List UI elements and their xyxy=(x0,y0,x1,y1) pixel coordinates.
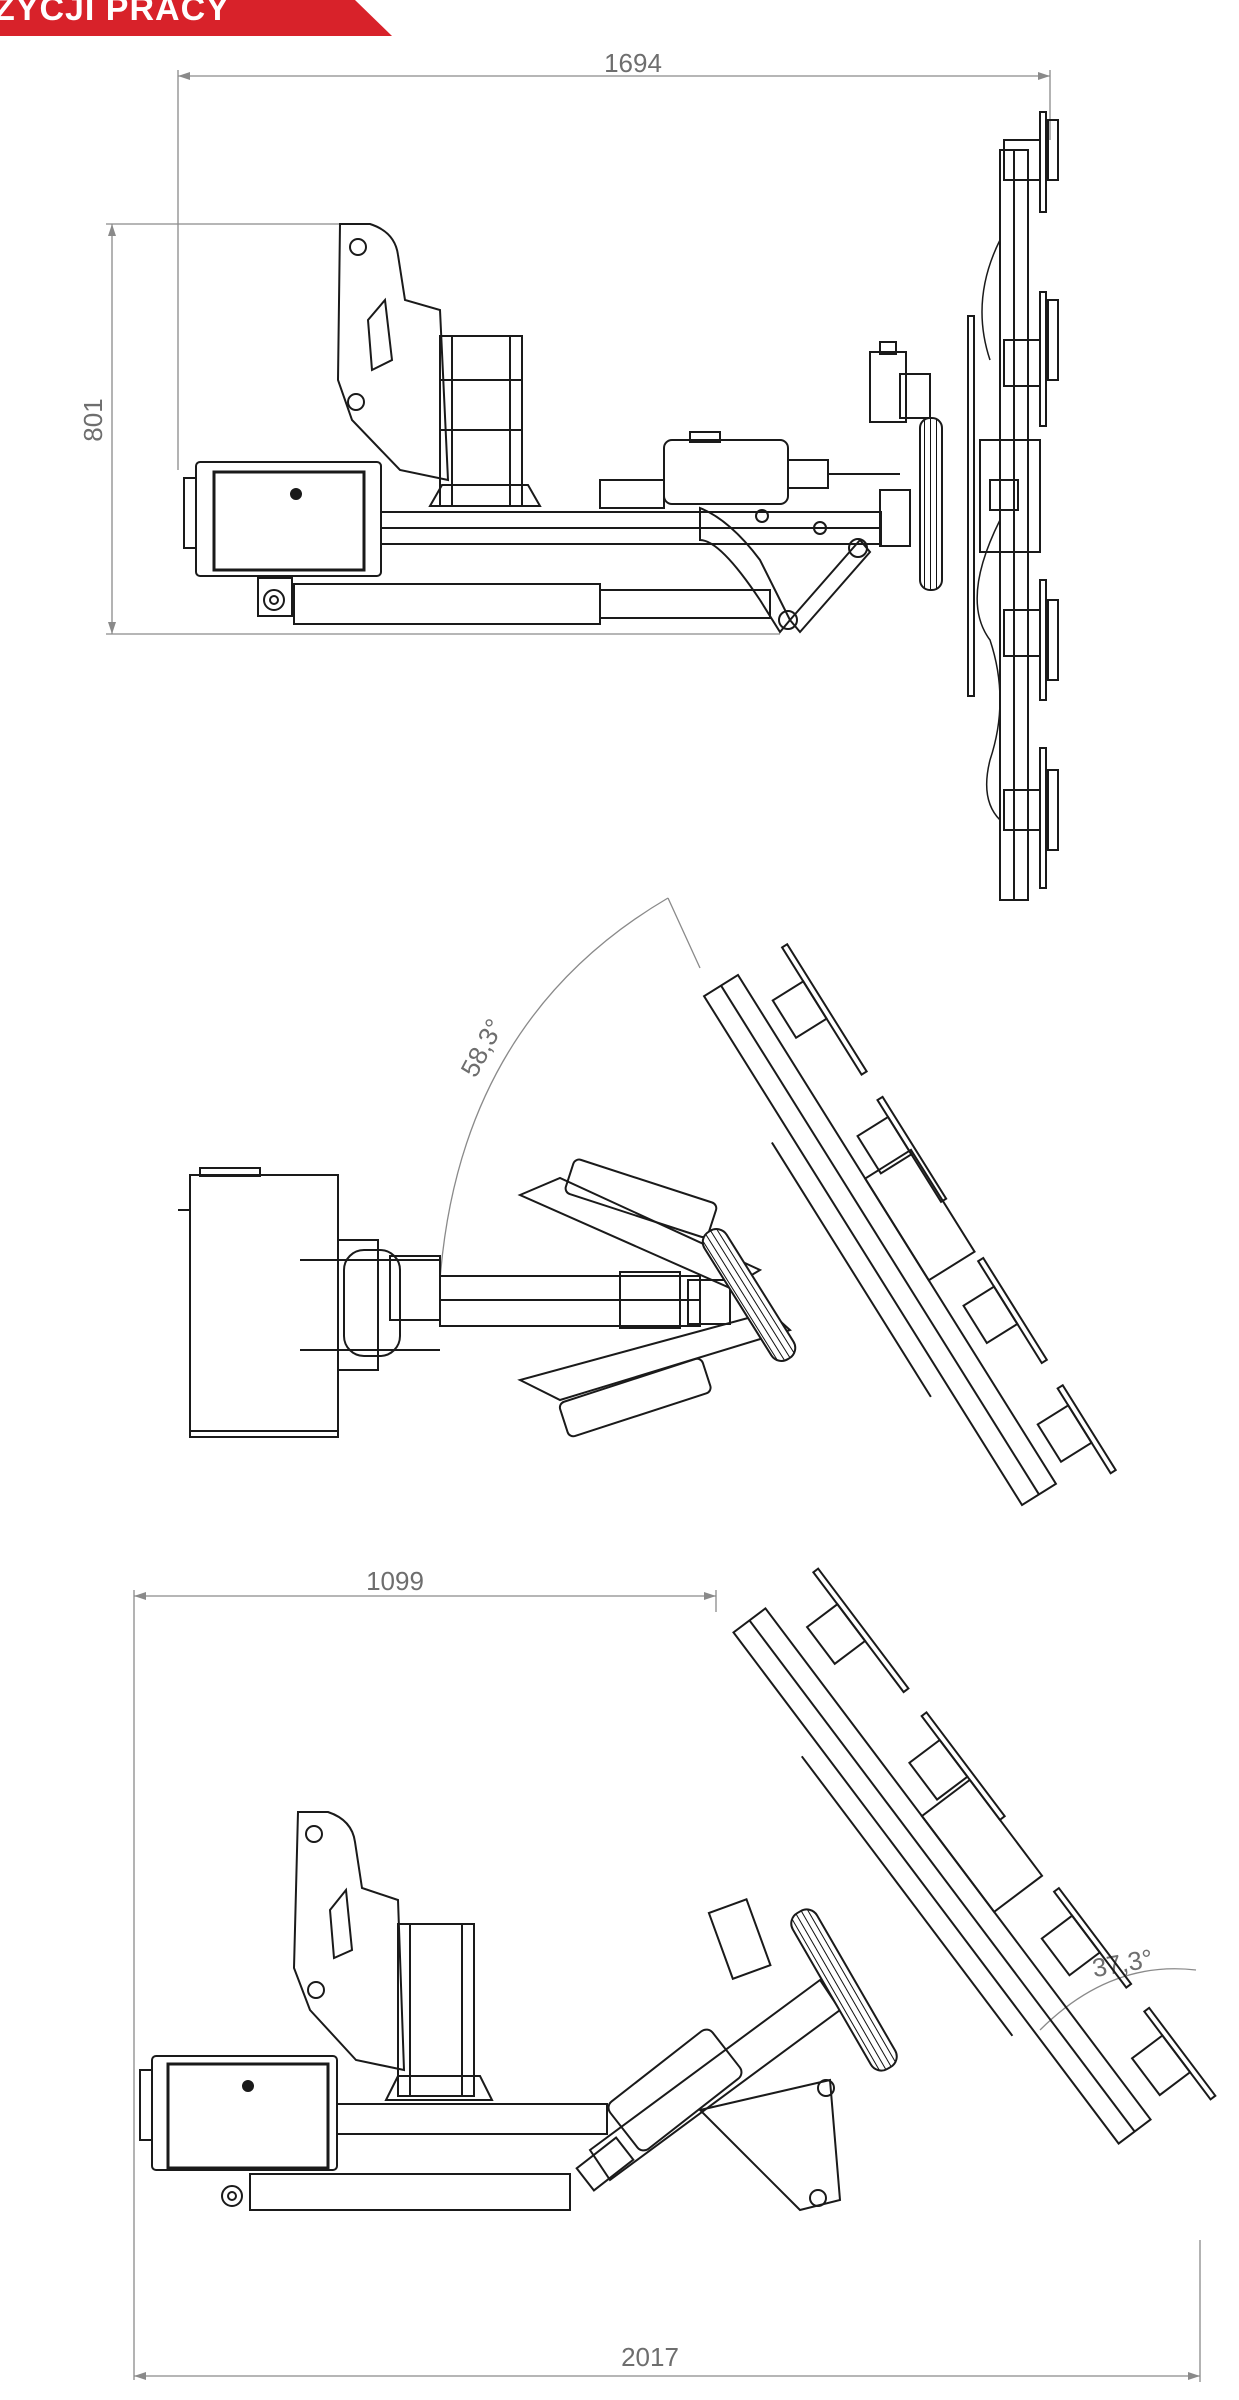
dim-label-37: 37,3° xyxy=(1090,1943,1155,1983)
dim-label-1099: 1099 xyxy=(366,1566,424,1596)
lower-arm xyxy=(517,1310,792,1402)
dimension-801 xyxy=(106,223,780,635)
actuator-motor xyxy=(663,439,789,505)
upper-arm xyxy=(517,1176,763,1290)
actuator-b xyxy=(607,2028,743,2152)
dimension-1694 xyxy=(177,70,1051,470)
hydraulic-cylinder xyxy=(293,583,601,625)
dimension-1099 xyxy=(133,1590,717,2380)
linkage-arm xyxy=(699,506,792,634)
control-box-b xyxy=(151,2055,338,2171)
lower-actuator xyxy=(558,1357,712,1438)
slewing-gear xyxy=(919,417,943,591)
dimension-2017 xyxy=(134,2240,1201,2382)
control-box-side xyxy=(189,1174,339,1432)
gripper-frame xyxy=(967,315,975,697)
control-box xyxy=(195,461,382,577)
bracket-plate xyxy=(336,223,450,482)
bottom-view: 1099 2017 37,3° xyxy=(133,1566,1217,2382)
suction-pads xyxy=(1003,111,1059,889)
middle-gear xyxy=(701,1228,797,1362)
dim-label-801: 801 xyxy=(78,398,108,441)
arm-b xyxy=(588,1978,842,2182)
bracket-plate-b xyxy=(292,1811,406,2072)
middle-view: 58,3° xyxy=(178,897,1118,1507)
upper-actuator xyxy=(564,1158,718,1239)
bottom-gear xyxy=(790,1908,898,2072)
tag-shape xyxy=(0,0,392,36)
angle-arc-58 xyxy=(439,897,669,1281)
dim-label-2017: 2017 xyxy=(621,2342,679,2372)
angle-arc-37 xyxy=(1039,1968,1197,2031)
section-title: ZYCJI PRACY xyxy=(0,0,230,28)
dim-label-58: 58,3° xyxy=(454,1014,509,1082)
dim-label-1694: 1694 xyxy=(604,48,662,78)
top-view: 1694 801 xyxy=(78,48,1059,901)
section-tag: ZYCJI PRACY xyxy=(0,0,392,36)
